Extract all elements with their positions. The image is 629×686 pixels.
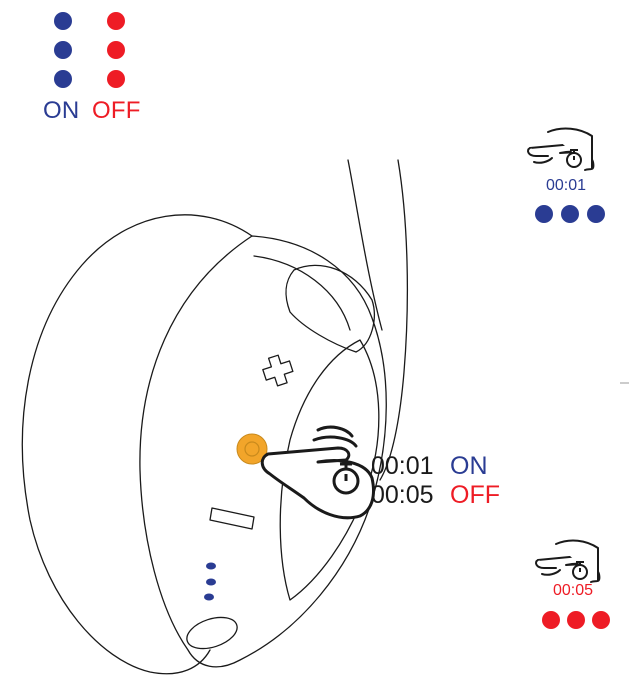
legend-off-dot-1 xyxy=(107,12,125,30)
plus-icon xyxy=(262,354,294,387)
legend-off-label: OFF xyxy=(92,97,141,124)
hand-press-timer-icon-on xyxy=(527,127,595,171)
legend-off-dot-3 xyxy=(107,70,125,88)
headband-inner xyxy=(379,159,409,481)
power-button-icon xyxy=(236,433,268,465)
off-indicator-dot-1 xyxy=(542,611,560,629)
headband-outer xyxy=(347,159,383,331)
off-press-time: 00:05 xyxy=(553,582,594,599)
off-indicator-dot-2 xyxy=(567,611,585,629)
led-indicator-icon xyxy=(206,562,216,570)
on-indicator-dot-1 xyxy=(535,205,553,223)
earcup-shell xyxy=(139,235,387,668)
main-state-off: OFF xyxy=(450,481,500,509)
earcup-rim xyxy=(253,255,351,331)
on-indicator-dot-3 xyxy=(587,205,605,223)
on-press-time: 00:01 xyxy=(546,177,587,194)
earcup-recess xyxy=(279,339,380,601)
main-state-on: ON xyxy=(450,452,488,480)
main-time-off: 00:05 xyxy=(371,481,434,509)
off-indicator-dot-3 xyxy=(592,611,610,629)
on-indicator-dot-2 xyxy=(561,205,579,223)
legend-on-label: ON xyxy=(43,97,80,124)
audio-jack xyxy=(186,616,238,650)
legend-on-dot-3 xyxy=(54,70,72,88)
legend-on-dot-1 xyxy=(54,12,72,30)
main-time-on: 00:01 xyxy=(371,452,434,480)
hand-press-timer-icon xyxy=(260,425,375,520)
minus-icon xyxy=(209,507,255,530)
ear-cushion xyxy=(21,214,253,675)
hinge-cap xyxy=(285,264,375,353)
legend-off-dot-2 xyxy=(107,41,125,59)
legend-on-dot-2 xyxy=(54,41,72,59)
hand-press-timer-icon-off xyxy=(535,539,601,583)
